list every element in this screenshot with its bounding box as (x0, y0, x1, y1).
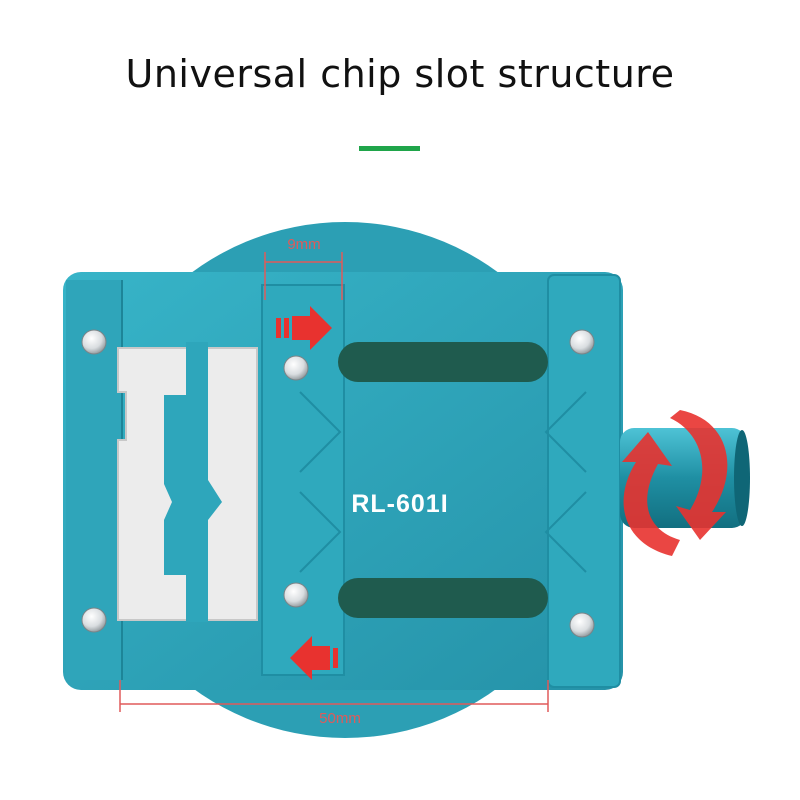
slot-gap-label: 9mm (287, 236, 321, 253)
sliding-clamp (261, 284, 345, 676)
arrow-left-icon (290, 636, 338, 680)
title-accent-bar (359, 146, 420, 151)
total-width-label: 50mm (319, 710, 361, 727)
slot-bottom (338, 578, 548, 618)
slot-top (338, 342, 548, 382)
screw-icon (81, 329, 595, 638)
pocket-divider (186, 342, 208, 622)
model-label: RL-601I (351, 490, 449, 518)
arrow-right-icon (276, 306, 332, 350)
rotate-arrows-icon (622, 410, 728, 556)
page-title: Universal chip slot structure (125, 52, 675, 96)
